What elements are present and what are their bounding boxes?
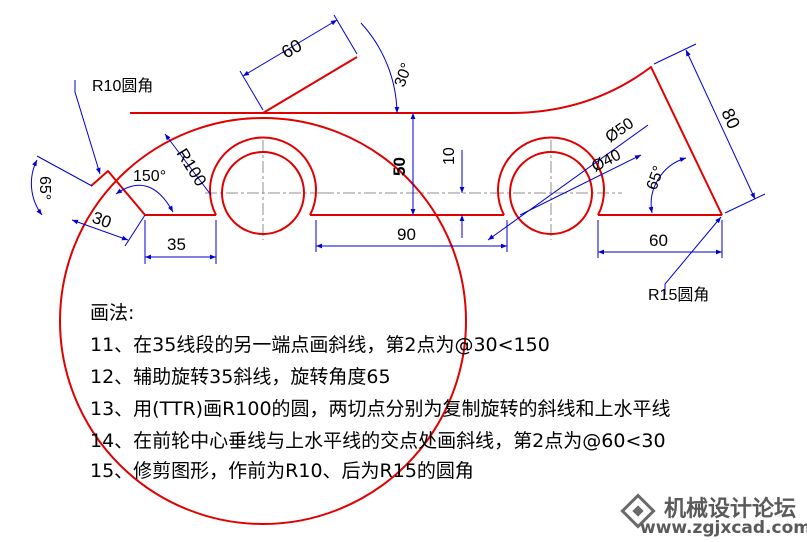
dim-90-label: 90	[397, 225, 416, 244]
dim-35-label: 35	[167, 235, 186, 254]
dim-150-degree-arc	[115, 184, 174, 213]
part-outline	[59, 56, 723, 525]
method-title: 画法:	[90, 302, 135, 324]
dim-10-label: 10	[441, 147, 458, 165]
diameter-40-label: Ø40	[589, 147, 624, 176]
dim-65-right-arc	[648, 157, 687, 214]
dim-80-label: 80	[717, 105, 744, 132]
dim-80-line	[685, 49, 756, 200]
dim-50-label: 50	[390, 157, 409, 176]
r10-fillet-leader	[74, 80, 101, 175]
dim-80-extension-bottom	[724, 193, 766, 214]
dim-65-left-reference-line	[36, 155, 93, 187]
dim-60-top-line	[242, 19, 338, 77]
right-wheel-inner-circle	[509, 151, 593, 235]
angle-30-label: 30°	[392, 61, 416, 90]
left-wheel-outer-arc	[209, 136, 317, 216]
dim-30-extension	[124, 214, 146, 247]
dim-65-left-arc	[30, 159, 43, 216]
angle-150-label: 150°	[133, 168, 166, 185]
r100-label: R100	[173, 145, 211, 190]
method-step-15: 15、修剪图形，作前为R10、后为R15的圆角	[90, 460, 474, 482]
left-wheel-inner-circle	[221, 151, 305, 235]
r100-construction-circle	[59, 117, 467, 525]
watermark-site-name: 机械设计论坛	[664, 497, 797, 522]
diameter-50-label: Ø50	[603, 115, 638, 146]
method-step-12: 12、辅助旋转35斜线，旋转角度65	[90, 366, 391, 388]
dimension-lines	[30, 14, 766, 295]
dim-30-slanted-line	[71, 219, 129, 241]
dim-60-top-extension-right	[333, 14, 358, 55]
method-step-13: 13、用(TTR)画R100的圆，两切点分别为复制旋转的斜线和上水平线	[90, 398, 671, 420]
r15-fillet-label: R15圆角	[648, 286, 709, 304]
dim-80-extension-top	[653, 43, 697, 65]
r100-leader	[164, 133, 212, 196]
dimension-labels: R10圆角 R15圆角 R100 60 30° 80 50 10 Ø50 Ø40…	[36, 35, 744, 304]
centerlines	[205, 140, 622, 240]
r10-fillet-label: R10圆角	[92, 77, 153, 95]
watermark-url: www.zgjxcad.com	[640, 518, 807, 538]
dia-50-leader	[487, 124, 649, 241]
method-step-11: 11、在35线段的另一端点画斜线，第2点为@30<150	[90, 334, 550, 356]
dim-30-slanted-label: 30	[90, 208, 114, 232]
r15-fillet-leader	[664, 216, 722, 295]
30-degree-construction-line	[262, 56, 358, 114]
angle-65-right-label: 65°	[644, 164, 668, 193]
dim-60-top-label: 60	[278, 35, 305, 62]
dim-30-degree-arc	[360, 22, 400, 114]
upper-profile-line	[130, 66, 723, 216]
dim-60-bottom-label: 60	[649, 231, 668, 250]
dia-40-leader	[519, 154, 642, 216]
method-step-14: 14、在前轮中心垂线与上水平线的交点处画斜线，第2点为@60<30	[90, 430, 666, 452]
right-wheel-outer-arc	[497, 136, 605, 216]
dim-60-top-extension-left	[239, 70, 264, 111]
angle-65-left-label: 65°	[36, 176, 53, 200]
